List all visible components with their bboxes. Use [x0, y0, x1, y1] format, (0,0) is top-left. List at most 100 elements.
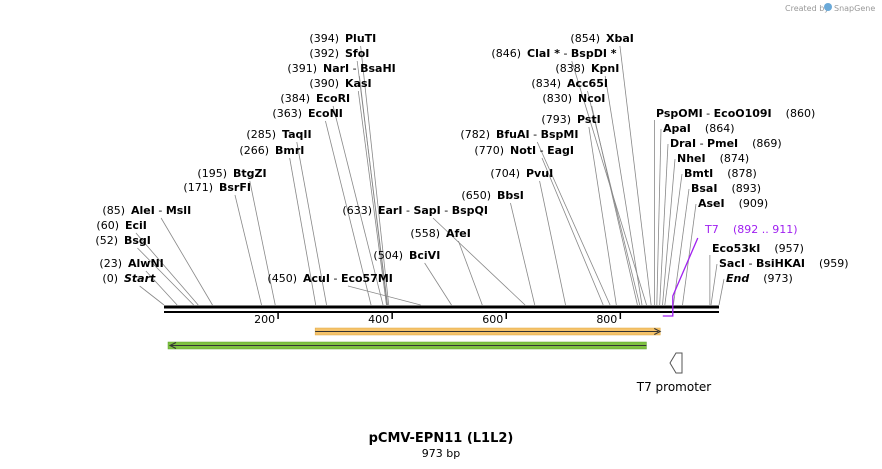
site-position: (878)	[727, 167, 757, 180]
site-label: BtgZI	[233, 167, 267, 180]
cut-site-lines	[135, 45, 725, 306]
site-label: BmrI	[275, 144, 304, 157]
site-bsgi[interactable]: BsgI(52)	[95, 234, 151, 247]
site-eari[interactable]: EarI - SapI - BspQI(633)	[342, 204, 488, 217]
site-position: (830)	[542, 92, 572, 105]
site-saci[interactable]: SacI - BsiHKAI(959)	[719, 257, 849, 270]
site-position: (558)	[410, 227, 440, 240]
site-pluti[interactable]: PluTI(394)	[309, 32, 376, 45]
site-sfoi[interactable]: SfoI(392)	[309, 47, 369, 60]
site-psti[interactable]: PstI(793)	[541, 113, 600, 126]
site-label: AlwNI	[128, 257, 164, 270]
site-position: (266)	[239, 144, 269, 157]
site-connector	[604, 75, 643, 306]
site-acui[interactable]: AcuI - Eco57MI(450)	[267, 272, 392, 285]
credit-brand: SnapGene	[834, 4, 875, 13]
site-taqii[interactable]: TaqII(285)	[246, 128, 311, 141]
site-position: (390)	[309, 77, 339, 90]
site-connector	[347, 285, 421, 306]
site-econi[interactable]: EcoNI(363)	[272, 107, 342, 120]
site-nari[interactable]: NarI - BsaHI(391)	[287, 62, 395, 75]
site-connector	[571, 60, 647, 306]
t7-promoter-feature[interactable]: T7 promoter	[636, 352, 712, 394]
site-clai[interactable]: ClaI * - BspDI *(846)	[491, 47, 616, 60]
site-position: (874)	[720, 152, 750, 165]
site-connector	[458, 240, 483, 306]
site-label: BmtI	[684, 167, 713, 180]
site-apai[interactable]: ApaI(864)	[663, 122, 735, 135]
tick-label: 400	[368, 313, 389, 326]
site-xbai[interactable]: XbaI(854)	[570, 32, 633, 45]
site-label: EciI	[125, 219, 147, 232]
site-label: AseI	[698, 197, 725, 210]
site-pspomi[interactable]: PspOMI - EcoO109I(860)	[656, 107, 815, 120]
site-label: PspOMI - EcoO109I	[656, 107, 772, 120]
site-position: (171)	[183, 181, 213, 194]
site-pvui[interactable]: PvuI(704)	[490, 167, 553, 180]
site-afei[interactable]: AfeI(558)	[410, 227, 470, 240]
site-btgzi[interactable]: BtgZI (195)	[197, 167, 266, 180]
primer-t7[interactable]: T7(892 .. 911)	[662, 223, 798, 317]
site-start[interactable]: Start (0)	[102, 272, 156, 285]
snapgene-credit: Created by SnapGene	[785, 3, 875, 13]
site-label: PvuI	[526, 167, 553, 180]
site-bcivi[interactable]: BciVI(504)	[373, 249, 440, 262]
site-bmri[interactable]: BmrI (266)	[239, 144, 304, 157]
site-connector	[656, 128, 662, 306]
site-position: (504)	[373, 249, 403, 262]
site-label: EcoRI	[316, 92, 350, 105]
site-acc65i[interactable]: Acc65I(834)	[531, 77, 608, 90]
site-position: (973)	[763, 272, 793, 285]
site-bsai[interactable]: BsaI(893)	[691, 182, 761, 195]
site-label: DraI - PmeI	[670, 137, 738, 150]
site-bmti[interactable]: BmtI (878)	[684, 167, 757, 180]
snapgene-logo-icon	[824, 3, 832, 11]
site-position: (650)	[461, 189, 491, 202]
site-ncoi[interactable]: NcoI(830)	[542, 92, 605, 105]
site-position: (52)	[95, 234, 118, 247]
site-bfuai[interactable]: BfuAI - BspMI(782)	[460, 128, 578, 141]
site-connector	[659, 143, 669, 306]
site-label: Eco53kI	[712, 242, 760, 255]
site-position: (869)	[752, 137, 782, 150]
site-label: AcuI - Eco57MI	[303, 272, 393, 285]
forward-arrow-icon	[654, 328, 662, 335]
site-connector	[672, 188, 690, 306]
tick-label: 600	[482, 313, 503, 326]
site-kasi[interactable]: KasI(390)	[309, 77, 371, 90]
site-ecori[interactable]: EcoRI(384)	[280, 92, 350, 105]
site-end[interactable]: End(973)	[726, 272, 793, 285]
site-eco53ki[interactable]: Eco53kI(957)	[712, 242, 804, 255]
site-position: (893)	[731, 182, 761, 195]
site-position: (391)	[287, 62, 317, 75]
site-position: (864)	[705, 122, 735, 135]
site-kpni[interactable]: KpnI(838)	[555, 62, 619, 75]
map-title: pCMV-EPN11 (L1L2) 973 bp	[369, 431, 514, 460]
site-label: EarI - SapI - BspQI	[378, 204, 488, 217]
site-asei[interactable]: AseI(909)	[698, 197, 768, 210]
site-noti[interactable]: NotI - EagI(770)	[474, 144, 574, 157]
site-position: (363)	[272, 107, 302, 120]
site-nhei[interactable]: NheI(874)	[677, 152, 749, 165]
site-bbsi[interactable]: BbsI (650)	[461, 189, 524, 202]
site-alwni[interactable]: AlwNI(23)	[99, 257, 163, 270]
site-connector	[539, 180, 566, 306]
site-connector	[249, 180, 276, 306]
site-alei[interactable]: AleI - MslI(85)	[102, 204, 191, 217]
site-position: (834)	[531, 77, 561, 90]
site-connector	[325, 120, 372, 306]
site-connector	[536, 141, 611, 306]
site-position: (770)	[474, 144, 504, 157]
primer-connector	[662, 237, 699, 317]
site-bsrfi[interactable]: BsrFI(171)	[183, 181, 251, 194]
site-label: BbsI	[497, 189, 524, 202]
site-position: (195)	[197, 167, 227, 180]
site-drai[interactable]: DraI - PmeI (869)	[670, 137, 782, 150]
site-connector	[619, 45, 652, 306]
site-connector	[135, 232, 199, 306]
site-connector	[296, 141, 327, 306]
site-label: Start	[124, 272, 156, 285]
site-ecii[interactable]: EciI(60)	[96, 219, 147, 232]
site-position: (0)	[102, 272, 118, 285]
